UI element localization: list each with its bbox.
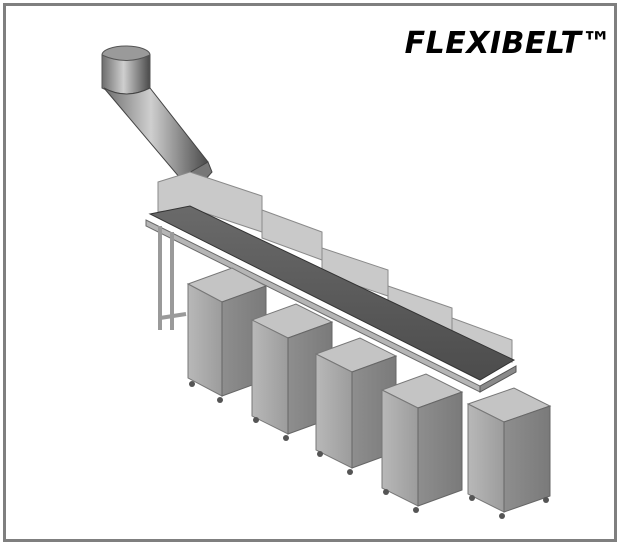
product-title: FLEXIBELT™ bbox=[404, 26, 612, 61]
bin-4 bbox=[380, 373, 464, 513]
back-panels bbox=[157, 171, 513, 363]
support-legs bbox=[158, 226, 187, 330]
chute bbox=[101, 45, 213, 191]
conveyor-belt bbox=[145, 205, 517, 393]
bin-5 bbox=[466, 387, 552, 519]
